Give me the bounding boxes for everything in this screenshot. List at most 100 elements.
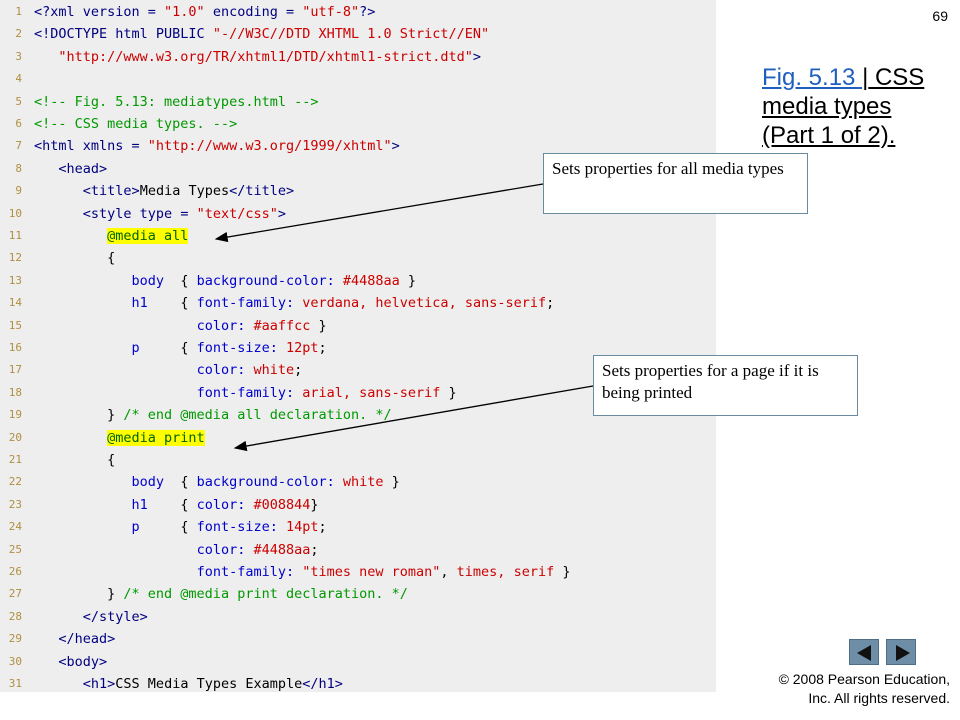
- line-number: 22: [8, 475, 22, 489]
- line-number: 16: [8, 341, 22, 354]
- previous-slide-button[interactable]: [849, 639, 879, 665]
- code-token: }: [310, 317, 327, 334]
- line-number: 21: [8, 453, 22, 466]
- code-token: font-size:: [196, 519, 286, 536]
- code-token: >: [472, 48, 482, 65]
- code-token: ;: [318, 340, 327, 356]
- code-token: arial, sans-serif: [302, 384, 441, 401]
- code-token: [34, 519, 132, 535]
- code-token: "-//W3C//DTD XHTML 1.0 Strict//EN": [212, 26, 490, 43]
- line-number: 9: [15, 184, 22, 198]
- code-text: {: [34, 449, 115, 471]
- code-line: 27 } /* end @media print declaration. */: [0, 583, 716, 605]
- title-separator: |: [862, 64, 869, 91]
- code-token: ;: [318, 519, 327, 536]
- code-token: <head>: [58, 160, 108, 177]
- code-line: 4: [0, 68, 716, 90]
- code-token: h1: [131, 295, 148, 312]
- code-text: <html xmlns = "http://www.w3.org/1999/xh…: [34, 135, 400, 157]
- code-token: <style type =: [82, 205, 197, 222]
- code-token: font-size:: [196, 340, 286, 356]
- callout-media-all: Sets properties for all media types: [543, 153, 808, 214]
- page-number: 69: [932, 8, 948, 24]
- code-token: body: [131, 474, 165, 491]
- code-listing: 1<?xml version = "1.0" encoding = "utf-8…: [0, 0, 716, 692]
- code-token: CSS Media Types Example: [115, 676, 303, 692]
- code-text: color: white;: [34, 359, 303, 381]
- copyright: © 2008 Pearson Education, Inc. All right…: [779, 670, 950, 708]
- figure-link[interactable]: Fig. 5.13: [762, 64, 863, 91]
- code-token: #4488aa: [253, 541, 311, 558]
- code-text: <title>Media Types</title>: [34, 180, 294, 202]
- code-token: [34, 362, 197, 378]
- code-text: </style>: [34, 606, 148, 628]
- code-token: [34, 295, 132, 311]
- code-line: 17 color: white;: [0, 359, 716, 381]
- code-token: p: [131, 340, 140, 356]
- code-text: } /* end @media print declaration. */: [34, 583, 408, 605]
- code-token: {: [34, 452, 116, 468]
- code-token: ;: [310, 541, 319, 558]
- code-line: 25 color: #4488aa;: [0, 539, 716, 561]
- code-text: p { font-size: 12pt;: [34, 337, 327, 359]
- line-number: 19: [8, 408, 22, 422]
- code-token: }: [399, 272, 417, 289]
- code-line: 12 {: [0, 247, 716, 269]
- code-token: [34, 318, 197, 334]
- code-line: 13 body { background-color: #4488aa }: [0, 270, 716, 292]
- code-token: color:: [196, 362, 254, 379]
- code-token: [34, 564, 197, 580]
- code-token: /* end @media print declaration. */: [123, 586, 408, 603]
- code-token: Media Types: [139, 183, 230, 200]
- code-token: #008844: [253, 496, 311, 513]
- code-token: [34, 631, 58, 647]
- code-text: <!-- Fig. 5.13: mediatypes.html -->: [34, 91, 318, 113]
- code-token: [34, 273, 132, 289]
- line-number: 26: [8, 565, 22, 578]
- arrow-left-icon: [857, 645, 871, 661]
- code-line: 16 p { font-size: 12pt;: [0, 337, 716, 359]
- code-token: @media all: [107, 228, 189, 244]
- code-line: 29 </head>: [0, 628, 716, 650]
- code-token: }: [34, 586, 124, 603]
- line-number: 4: [15, 72, 22, 86]
- code-text: <style type = "text/css">: [34, 203, 286, 225]
- code-token: 12pt: [286, 340, 319, 356]
- code-token: [34, 161, 58, 177]
- code-token: }: [34, 407, 124, 424]
- code-token: {: [139, 340, 197, 356]
- code-line: 8 <head>: [0, 158, 716, 180]
- code-line: 31 <h1>CSS Media Types Example</h1>: [0, 673, 716, 695]
- code-token: >: [391, 138, 400, 155]
- code-token: {: [34, 250, 116, 267]
- code-token: ;: [294, 362, 303, 379]
- code-text: <head>: [34, 158, 107, 180]
- code-line: 6 <!-- CSS media types. -->: [0, 113, 716, 135]
- code-token: <title>: [82, 183, 140, 200]
- code-token: encoding =: [204, 4, 303, 20]
- code-line: 15 color: #aaffcc }: [0, 315, 716, 337]
- code-line: 28 </style>: [0, 606, 716, 628]
- code-line: 11 @media all: [0, 225, 716, 247]
- code-token: body: [131, 272, 165, 289]
- line-number: 12: [8, 251, 22, 265]
- code-token: #aaffcc: [253, 317, 311, 334]
- code-line: 7<html xmlns = "http://www.w3.org/1999/x…: [0, 135, 716, 157]
- code-token: {: [164, 474, 197, 491]
- line-number: 23: [8, 497, 22, 511]
- code-text: <?xml version = "1.0" encoding = "utf-8"…: [34, 1, 375, 23]
- code-token: }: [383, 474, 400, 491]
- code-text: color: #aaffcc }: [34, 315, 327, 337]
- code-token: [34, 430, 107, 446]
- line-number: 31: [8, 677, 22, 690]
- next-slide-button[interactable]: [886, 639, 916, 665]
- line-number: 6: [15, 117, 22, 130]
- code-token: /* end @media all declaration. */: [123, 407, 392, 424]
- code-line: 24 p { font-size: 14pt;: [0, 516, 716, 538]
- code-token: {: [139, 519, 197, 536]
- code-token: </head>: [58, 631, 116, 648]
- code-token: "1.0": [164, 4, 205, 20]
- code-token: [34, 340, 132, 356]
- code-token: <!-- Fig. 5.13: mediatypes.html -->: [34, 93, 319, 110]
- code-token: <!-- CSS media types. -->: [34, 116, 238, 132]
